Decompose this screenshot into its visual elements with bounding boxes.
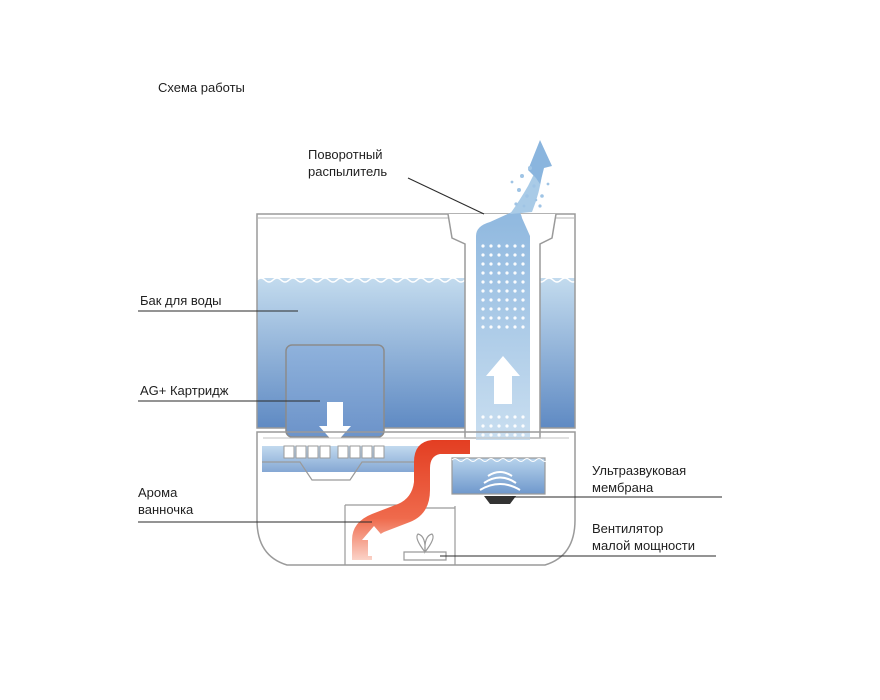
mist-plume <box>510 170 542 214</box>
leader-sprayer <box>407 177 485 215</box>
label-aroma-line2: ванночка <box>138 502 194 517</box>
label-membrane-line1: Ультразвуковая <box>592 463 687 478</box>
label-sprayer-line2: распылитель <box>308 164 388 179</box>
leader-lines <box>138 177 722 557</box>
label-membrane: Ультразвуковая мембрана <box>592 462 686 496</box>
label-fan-line2: малой мощности <box>592 538 695 553</box>
up-arrow-icon <box>486 356 520 404</box>
base-outline <box>256 431 576 566</box>
label-membrane-line2: мембрана <box>592 480 654 495</box>
label-aroma-line1: Арома <box>138 485 178 500</box>
label-aroma: Арома ванночка <box>138 484 193 518</box>
label-fan-line1: Вентилятор <box>592 521 664 536</box>
mist-dots <box>480 244 526 334</box>
label-cartridge-line1: AG+ Картридж <box>140 383 229 398</box>
diagram-title-text: Схема работы <box>158 80 245 95</box>
ultrasonic-waves-icon <box>479 471 521 491</box>
cartridge-down-arrow-icon <box>319 402 351 444</box>
membrane-basin-wave <box>451 458 549 462</box>
mist-particles <box>510 166 550 208</box>
air-flow-path <box>352 440 470 560</box>
air-flow-arrow-icon <box>362 526 386 556</box>
diagram-title: Схема работы <box>158 79 245 96</box>
label-tank: Бак для воды <box>140 292 222 309</box>
label-sprayer-line1: Поворотный <box>308 147 383 162</box>
membrane-basin <box>451 457 546 495</box>
cartridge-mesh <box>283 445 385 459</box>
label-cartridge: AG+ Картридж <box>140 382 228 399</box>
base-tray <box>262 461 420 481</box>
fan-icon <box>403 533 447 561</box>
mist-top-arrow-icon <box>528 140 552 184</box>
label-sprayer: Поворотный распылитель <box>308 146 387 180</box>
label-fan: Вентилятор малой мощности <box>592 520 695 554</box>
label-tank-line1: Бак для воды <box>140 293 222 308</box>
membrane-chip <box>484 496 516 504</box>
